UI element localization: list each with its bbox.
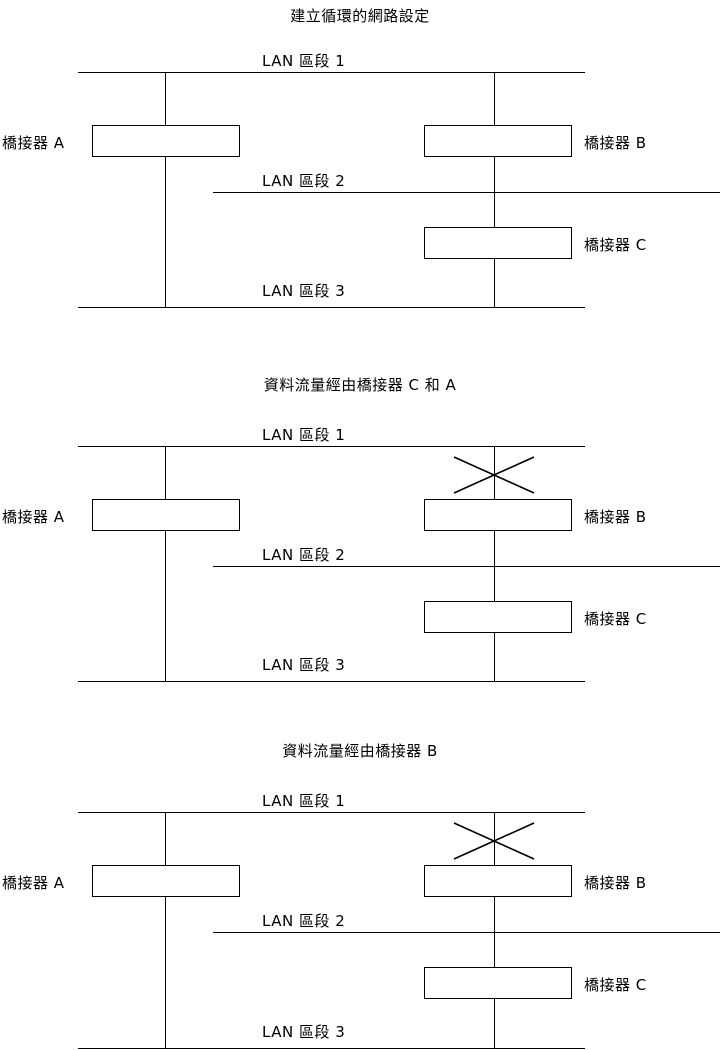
bridge-a-box[interactable] bbox=[92, 499, 240, 531]
bridge-b-label: 橋接器 B bbox=[584, 134, 647, 152]
lan-segment-2-bus bbox=[213, 566, 720, 567]
bridge-a-uplink-to-segment-1 bbox=[165, 812, 166, 865]
lan-segment-3-bus bbox=[78, 681, 585, 682]
lan-segment-1-label: LAN 區段 1 bbox=[262, 792, 346, 810]
lan-segment-2-label: LAN 區段 2 bbox=[262, 912, 346, 930]
diagram-title: 資料流量經由橋接器 B bbox=[282, 742, 438, 760]
bridge-b-box[interactable] bbox=[424, 865, 572, 897]
bridge-b-uplink-to-segment-1 bbox=[494, 72, 495, 125]
lan-segment-3-label: LAN 區段 3 bbox=[262, 1023, 346, 1041]
bridge-b-uplink-to-segment-1 bbox=[494, 812, 495, 865]
bridge-b-label: 橋接器 B bbox=[584, 508, 647, 526]
bridge-c-downlink-to-segment-3 bbox=[494, 259, 495, 307]
bridge-b-downlink-to-segment-2 bbox=[494, 157, 495, 227]
bridge-c-label: 橋接器 C bbox=[584, 976, 647, 994]
lan-segment-2-bus bbox=[213, 932, 720, 933]
lan-segment-3-bus bbox=[78, 307, 585, 308]
lan-segment-1-bus bbox=[78, 812, 585, 813]
bridge-a-label: 橋接器 A bbox=[2, 134, 65, 152]
bridge-c-downlink-to-segment-3 bbox=[494, 999, 495, 1048]
bridge-c-label: 橋接器 C bbox=[584, 236, 647, 254]
bridge-a-label: 橋接器 A bbox=[2, 874, 65, 892]
bridge-c-downlink-to-segment-3 bbox=[494, 633, 495, 681]
bridge-c-box[interactable] bbox=[424, 967, 572, 999]
bridge-a-downlink-to-segment-3 bbox=[165, 531, 166, 681]
bridge-a-downlink-to-segment-3 bbox=[165, 897, 166, 1048]
lan-segment-1-bus bbox=[78, 72, 585, 73]
bridge-b-uplink-to-segment-1 bbox=[494, 446, 495, 499]
lan-segment-2-bus bbox=[213, 192, 720, 193]
bridge-c-box[interactable] bbox=[424, 227, 572, 259]
lan-segment-2-label: LAN 區段 2 bbox=[262, 546, 346, 564]
blocked-link-x-icon bbox=[452, 821, 536, 861]
bridge-b-downlink-to-segment-2 bbox=[494, 897, 495, 967]
lan-segment-3-label: LAN 區段 3 bbox=[262, 282, 346, 300]
bridge-a-downlink-to-segment-3 bbox=[165, 157, 166, 307]
lan-segment-3-label: LAN 區段 3 bbox=[262, 656, 346, 674]
bridge-c-box[interactable] bbox=[424, 601, 572, 633]
bridge-a-uplink-to-segment-1 bbox=[165, 446, 166, 499]
bridge-b-box[interactable] bbox=[424, 125, 572, 157]
lan-segment-2-label: LAN 區段 2 bbox=[262, 172, 346, 190]
bridge-b-label: 橋接器 B bbox=[584, 874, 647, 892]
bridge-a-box[interactable] bbox=[92, 125, 240, 157]
bridge-a-uplink-to-segment-1 bbox=[165, 72, 166, 125]
bridge-b-downlink-to-segment-2 bbox=[494, 531, 495, 601]
bridge-a-label: 橋接器 A bbox=[2, 508, 65, 526]
lan-segment-1-label: LAN 區段 1 bbox=[262, 52, 346, 70]
bridge-a-box[interactable] bbox=[92, 865, 240, 897]
diagram-title: 資料流量經由橋接器 C 和 A bbox=[263, 376, 457, 394]
lan-segment-1-bus bbox=[78, 446, 585, 447]
blocked-link-x-icon bbox=[452, 455, 536, 495]
lan-segment-1-label: LAN 區段 1 bbox=[262, 426, 346, 444]
diagram-title: 建立循環的網路設定 bbox=[290, 7, 430, 25]
bridge-b-box[interactable] bbox=[424, 499, 572, 531]
bridge-c-label: 橋接器 C bbox=[584, 610, 647, 628]
lan-segment-3-bus bbox=[78, 1048, 585, 1049]
